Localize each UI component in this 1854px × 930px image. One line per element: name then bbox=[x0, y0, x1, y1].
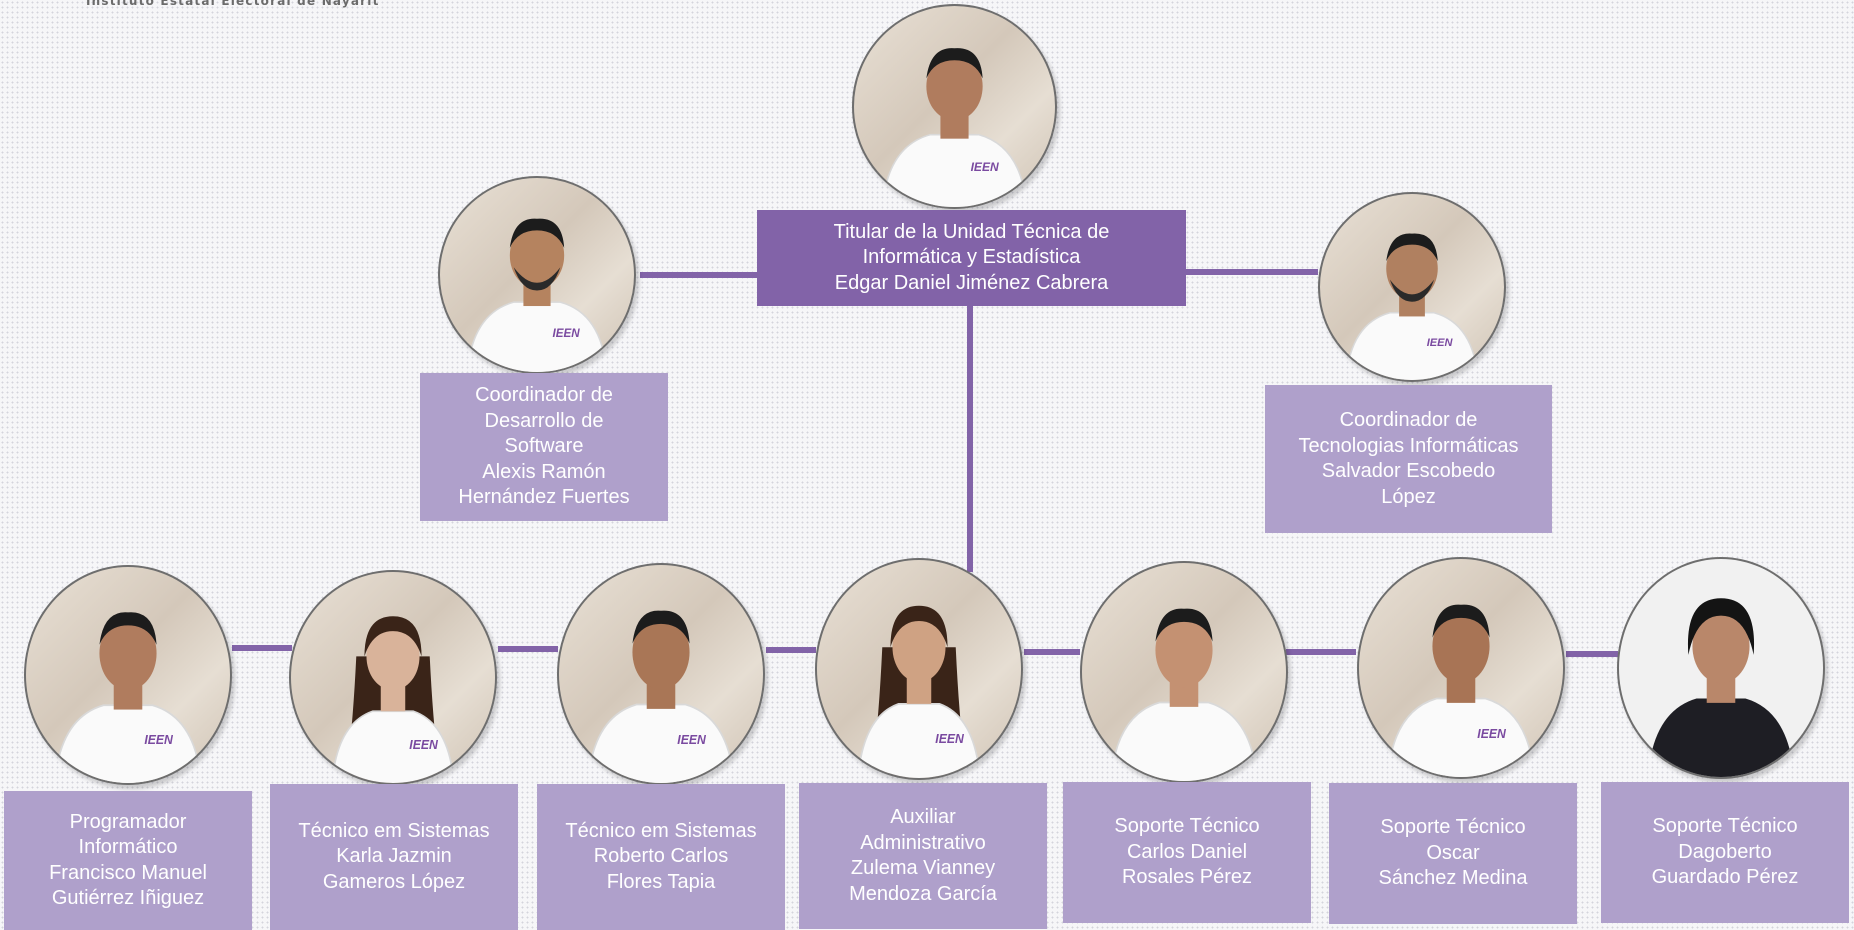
staff-photo-7 bbox=[1617, 557, 1825, 779]
svg-text:IEEN: IEEN bbox=[1477, 726, 1506, 740]
svg-text:IEEN: IEEN bbox=[935, 732, 964, 746]
head-title-line1: Titular de la Unidad Técnica de bbox=[833, 220, 1110, 243]
staff-photo-2: IEEN bbox=[289, 570, 497, 785]
svg-text:IEEN: IEEN bbox=[677, 732, 706, 746]
staff-box-4: Auxiliar Administrativo Zulema Vianney M… bbox=[799, 783, 1047, 929]
coordinator-photo-software: IEEN bbox=[438, 176, 636, 374]
svg-text:IEEN: IEEN bbox=[971, 160, 999, 174]
person-icon: IEEN bbox=[1387, 604, 1535, 777]
person-icon: IEEN bbox=[587, 610, 735, 783]
svg-text:IEEN: IEEN bbox=[1427, 337, 1454, 349]
svg-text:IEEN: IEEN bbox=[144, 733, 173, 747]
person-icon: IEEN bbox=[881, 48, 1028, 207]
staff-photo-6: IEEN bbox=[1357, 557, 1565, 779]
head-title-box: Titular de la Unidad Técnica de Informát… bbox=[757, 210, 1186, 306]
head-title-line2: Informática y Estadística bbox=[862, 246, 1081, 269]
person-icon: IEEN bbox=[857, 605, 981, 778]
organization-header: Instituto Estatal Electoral de Nayarit bbox=[86, 0, 380, 8]
staff-photo-5 bbox=[1080, 561, 1288, 783]
staff-box-1: Programador Informático Francisco Manuel… bbox=[4, 791, 252, 930]
coordinator-box-tech: Coordinador de Tecnologias Informáticas … bbox=[1265, 385, 1552, 533]
coordinator-box-software: Coordinador de Desarrollo de Software Al… bbox=[420, 373, 668, 521]
head-name: Edgar Daniel Jiménez Cabrera bbox=[834, 271, 1109, 294]
svg-text:IEEN: IEEN bbox=[409, 738, 439, 752]
person-icon: IEEN bbox=[331, 616, 455, 783]
head-photo: IEEN bbox=[852, 4, 1057, 209]
staff-box-5: Soporte Técnico Carlos Daniel Rosales Pé… bbox=[1063, 782, 1311, 923]
staff-box-3: Técnico em Sistemas Roberto Carlos Flore… bbox=[537, 784, 785, 930]
svg-text:IEEN: IEEN bbox=[553, 327, 581, 340]
coordinator-photo-tech: IEEN bbox=[1318, 192, 1506, 382]
person-icon: IEEN bbox=[466, 218, 608, 372]
staff-box-2: Técnico em Sistemas Karla Jazmin Gameros… bbox=[270, 784, 518, 930]
staff-box-6: Soporte Técnico Oscar Sánchez Medina bbox=[1329, 783, 1577, 924]
person-icon bbox=[1647, 598, 1795, 777]
person-icon bbox=[1110, 608, 1258, 781]
staff-box-7: Soporte Técnico Dagoberto Guardado Pérez bbox=[1601, 782, 1849, 923]
staff-photo-3: IEEN bbox=[557, 563, 765, 785]
staff-photo-4: IEEN bbox=[815, 558, 1023, 780]
staff-photo-1: IEEN bbox=[24, 565, 232, 785]
person-icon: IEEN bbox=[1345, 233, 1479, 380]
person-icon: IEEN bbox=[54, 612, 202, 783]
